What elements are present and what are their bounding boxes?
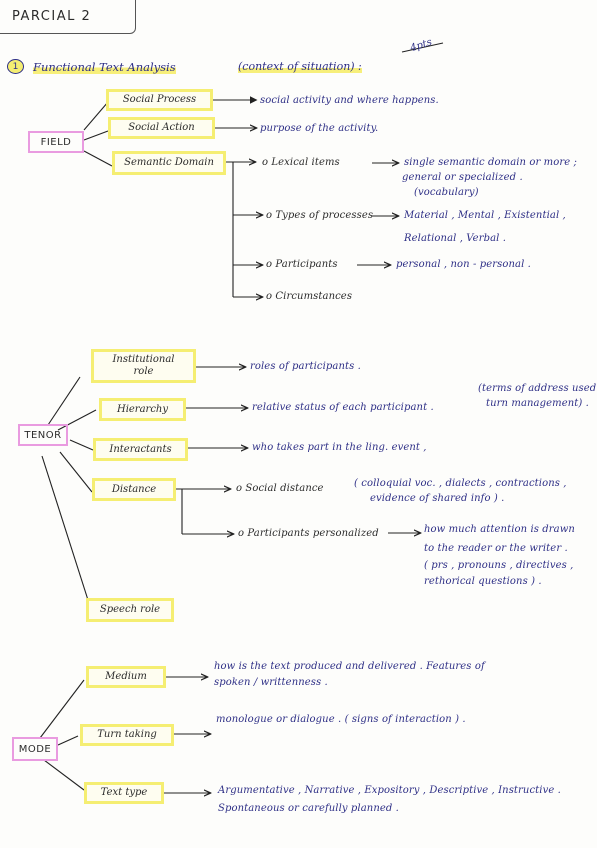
distance-box: Distance [92, 478, 176, 501]
section-title: Functional Text Analysis [33, 60, 176, 74]
turn-taking-box: Turn taking [80, 724, 174, 746]
text-type-box: Text type [84, 782, 164, 804]
institutional-role-label-2: role [133, 366, 154, 377]
personalized-desc-3: ( prs , pronouns , directives , [424, 560, 574, 571]
speech-role-box: Speech role [86, 598, 174, 622]
lexical-items: o Lexical items [262, 157, 340, 168]
participants-personalized: o Participants personalized [238, 528, 379, 539]
social-action-box: Social Action [108, 117, 215, 139]
institutional-role-label-1: Institutional [112, 354, 175, 365]
lexical-desc-1: single semantic domain or more ; [404, 157, 578, 168]
social-action-desc: purpose of the activity. [260, 123, 379, 134]
medium-box: Medium [86, 666, 166, 688]
processes-desc-2: Relational , Verbal . [404, 233, 507, 244]
social-distance: o Social distance [236, 483, 324, 494]
institutional-role-desc: roles of participants . [250, 361, 361, 372]
page-title: PARCIAL 2 [12, 9, 92, 24]
section-subtitle: (context of situation) : [238, 60, 362, 73]
text-type-desc-2: Spontaneous or carefully planned . [218, 803, 399, 814]
tenor-label: TENOR [18, 424, 68, 446]
processes-desc-1: Material , Mental , Existential , [404, 210, 566, 221]
lexical-desc-2: general or specialized . [402, 172, 523, 183]
types-of-processes: o Types of processes [266, 210, 374, 221]
hierarchy-desc: relative status of each participant . [252, 402, 434, 413]
personalized-desc-2: to the reader or the writer . [424, 543, 568, 554]
social-distance-desc-2: evidence of shared info ) . [370, 493, 505, 504]
hierarchy-box: Hierarchy [99, 398, 186, 421]
personalized-desc-4: rethorical questions ) . [424, 576, 542, 587]
section-number: 1 [7, 59, 24, 74]
social-process-box: Social Process [106, 89, 213, 111]
medium-desc-1: how is the text produced and delivered .… [214, 661, 485, 672]
interactants-box: Interactants [93, 438, 188, 461]
interactants-desc: who takes part in the ling. event , [252, 442, 427, 453]
social-process-desc: social activity and where happens. [260, 95, 439, 106]
social-distance-desc-1: ( colloquial voc. , dialects , contracti… [354, 478, 567, 489]
participants-desc: personal , non - personal . [396, 259, 531, 270]
hierarchy-note-1: (terms of address used , [478, 383, 597, 394]
lexical-desc-3: (vocabulary) [414, 187, 479, 198]
medium-desc-2: spoken / writtenness . [214, 677, 328, 688]
field-label: FIELD [28, 131, 84, 153]
turn-taking-desc: monologue or dialogue . ( signs of inter… [216, 714, 466, 725]
participants: o Participants [266, 259, 338, 270]
mode-label: MODE [12, 737, 58, 761]
institutional-role-box: Institutional role [91, 349, 196, 383]
semantic-domain-box: Semantic Domain [112, 151, 226, 175]
hierarchy-note-2: turn management) . [486, 398, 589, 409]
personalized-desc-1: how much attention is drawn [424, 524, 575, 535]
circumstances: o Circumstances [266, 291, 353, 302]
header-frame [0, 0, 136, 34]
text-type-desc-1: Argumentative , Narrative , Expository ,… [218, 785, 561, 796]
